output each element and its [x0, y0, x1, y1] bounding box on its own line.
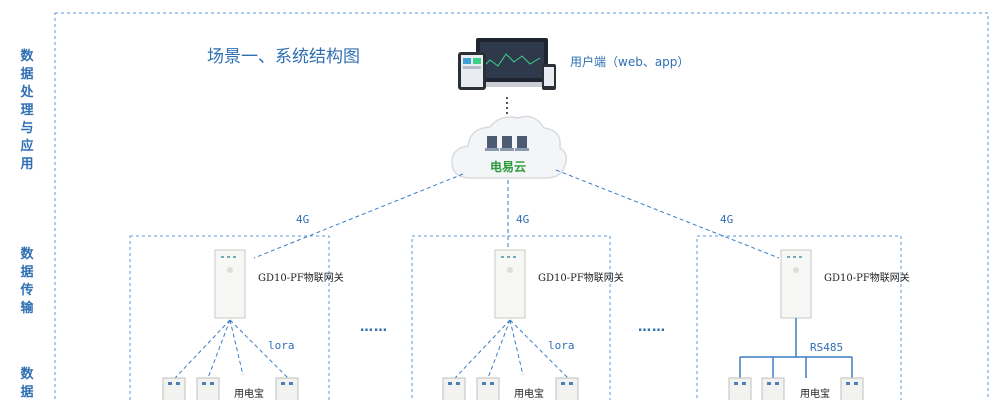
gateway-device-3: [780, 249, 812, 319]
device-label-3: 用电宝: [800, 389, 830, 400]
gateway-label-2: GD10-PF物联网关: [538, 273, 624, 284]
uplink-label-1: 4G: [296, 213, 310, 226]
device-label-1: 用电宝: [234, 389, 264, 400]
cloud-icon: [451, 115, 567, 179]
cloud-label: 电易云: [489, 160, 526, 174]
device-row-3: [728, 377, 864, 400]
side-label-transmission: 数据传输: [20, 247, 34, 316]
uplink-label-2: 4G: [516, 213, 530, 226]
gateway-device-2: [494, 249, 526, 319]
user-endpoint-label: 用户端（web、app）: [570, 55, 690, 69]
gateway-label-1: GD10-PF物联网关: [258, 273, 344, 284]
device-row-1: [162, 377, 299, 400]
field-link-label-2: lora: [548, 339, 575, 352]
gateway-device-1: [214, 249, 246, 319]
uplink-1: [253, 173, 464, 259]
diagram-title: 场景一、系统结构图: [207, 47, 360, 67]
lora-links-2: [454, 319, 569, 379]
device-row-2: [442, 377, 579, 400]
device-label-2: 用电宝: [514, 389, 544, 400]
group-frame-3: [696, 235, 902, 400]
outer-frame: [54, 12, 989, 400]
ellipsis-1: ……: [360, 320, 388, 335]
lora-links-1: [174, 319, 289, 379]
device-indicators: [168, 382, 858, 385]
uplink-label-3: 4G: [720, 213, 734, 226]
ellipsis-2: ……: [638, 320, 666, 335]
rs485-bus: [739, 318, 853, 378]
field-link-label-1: lora: [268, 339, 295, 352]
uplink-3: [555, 169, 780, 259]
field-link-label-3: RS485: [810, 341, 844, 354]
user-devices-icon: [458, 38, 556, 90]
group-frame-1: [129, 235, 330, 400]
side-label-collection: 数据: [20, 367, 34, 400]
gateway-label-3: GD10-PF物联网关: [824, 273, 910, 284]
side-label-processing: 数据处理与应用: [20, 49, 34, 172]
group-frame-2: [411, 235, 611, 400]
